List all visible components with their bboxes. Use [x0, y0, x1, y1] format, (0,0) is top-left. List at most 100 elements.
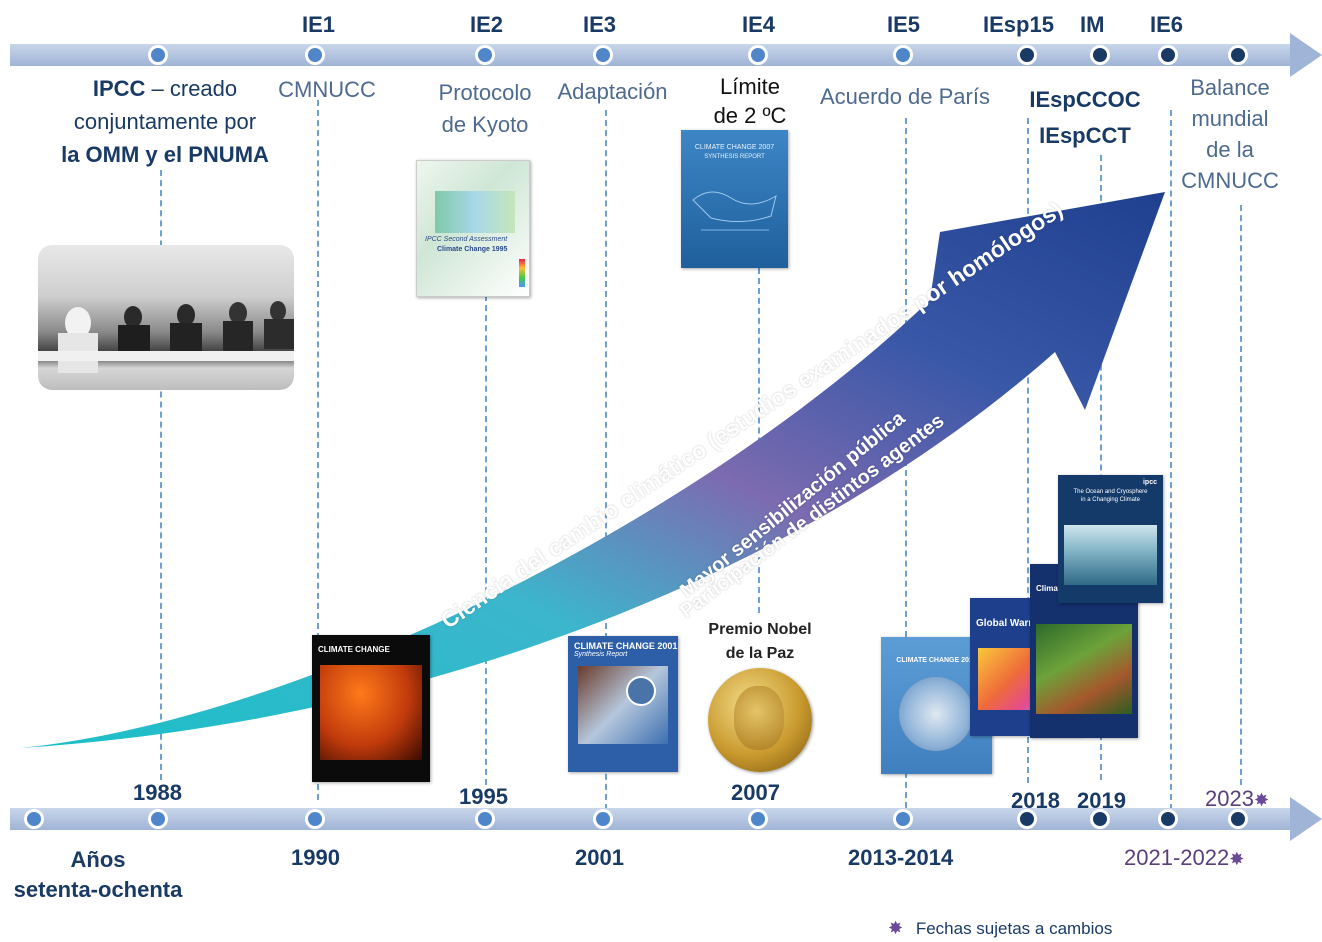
event-kyoto: Protocolo de Kyoto [420, 77, 550, 141]
photo-people-silhouettes [38, 301, 294, 373]
label-setenta-line1: Años [70, 847, 126, 872]
cover-srocc-logo: ipcc [1142, 479, 1157, 486]
event-iespccoc: IEspCCOC [1029, 87, 1141, 112]
label-ie6: IE6 [1150, 12, 1184, 37]
event-ipcc-created: IPCC – creado conjuntamente por la OMM y… [40, 72, 290, 171]
top-dot-2013 [893, 45, 913, 65]
bottom-dot-2007 [748, 809, 768, 829]
year-2021-text: 2021-2022 [1124, 845, 1230, 870]
top-dot-2021 [1158, 45, 1178, 65]
year-1990: 1990 [291, 845, 340, 870]
event-ipcc-bold: IPCC [92, 76, 146, 101]
pending-star-icon: ✸ [1229, 849, 1245, 869]
bottom-dot-2023 [1228, 809, 1248, 829]
top-dot-2023 [1228, 45, 1248, 65]
cover-srocc-subtitle: in a Changing Climate [1080, 497, 1141, 503]
event-cmnucc: CMNUCC [278, 77, 376, 102]
cover-sar-title: IPCC Second Assessment [425, 236, 508, 243]
event-limite-line2: de 2 ºC [713, 103, 787, 128]
vline-2023 [1240, 205, 1242, 785]
arrow-body [20, 192, 1165, 748]
top-dot-2018 [1017, 45, 1037, 65]
sar-color-strip [519, 259, 525, 287]
event-balance-line2: mundial [1191, 106, 1269, 131]
year-2007: 2007 [731, 780, 780, 805]
bottom-dot-2019 [1090, 809, 1110, 829]
ar4-world-map [692, 191, 777, 231]
event-balance: Balance mundial de la CMNUCC [1170, 72, 1290, 196]
bottom-dot-setenta [24, 809, 44, 829]
event-special-reports: IEspCCOC IEspCCT [1025, 82, 1145, 154]
event-balance-line1: Balance [1190, 75, 1270, 100]
bottom-dot-1988 [148, 809, 168, 829]
label-ie4: IE4 [742, 12, 776, 37]
event-balance-line4: CMNUCC [1181, 168, 1279, 193]
event-limite: Límite de 2 ºC [700, 72, 800, 130]
top-timeline-arrowhead [1290, 33, 1322, 77]
event-nobel: Premio Nobel de la Paz [700, 618, 820, 666]
cover-ar4-title: CLIMATE CHANGE 2007 [694, 144, 775, 151]
year-1988: 1988 [133, 780, 182, 805]
year-2018: 2018 [1011, 788, 1060, 813]
cover-tar-2001: CLIMATE CHANGE 2001 Synthesis Report [568, 636, 678, 772]
label-ie2: IE2 [470, 12, 504, 37]
bottom-dot-2018 [1017, 809, 1037, 829]
event-kyoto-line1: Protocolo [438, 80, 532, 105]
event-iespcct: IEspCCT [1039, 123, 1131, 148]
legend-text: Fechas sujetas a cambios [915, 919, 1113, 938]
top-dot-1988 [148, 45, 168, 65]
year-1995: 1995 [459, 784, 508, 809]
cover-sar-1995: IPCC Second Assessment Climate Change 19… [416, 160, 530, 297]
year-2013-2014: 2013-2014 [848, 845, 954, 870]
bottom-dot-2001 [593, 809, 613, 829]
top-dot-2001 [593, 45, 613, 65]
vline-2001 [605, 110, 607, 810]
vline-1995 [485, 295, 487, 785]
sar-map-art [435, 191, 515, 233]
tar-magnifier-icon [626, 676, 656, 706]
label-ie3: IE3 [583, 12, 617, 37]
nobel-medal-portrait [734, 686, 784, 750]
event-limite-line1: Límite [720, 74, 780, 99]
label-setenta-line2: setenta-ochenta [13, 877, 183, 902]
cover-ar5-title: CLIMATE CHANGE 2014 [896, 657, 977, 664]
event-ipcc-line3: la OMM y el PNUMA [61, 142, 269, 167]
cover-sar-subtitle: Climate Change 1995 [437, 246, 508, 253]
label-ie1: IE1 [302, 12, 336, 37]
cover-ar4-subtitle: SYNTHESIS REPORT [704, 154, 765, 160]
vline-1988 [160, 170, 162, 780]
bottom-timeline-arrowhead [1290, 797, 1322, 841]
year-2019: 2019 [1077, 788, 1126, 813]
bottom-dot-2013 [893, 809, 913, 829]
cover-far-1990: CLIMATE CHANGE [312, 635, 430, 782]
bottom-dot-2021 [1158, 809, 1178, 829]
top-timeline-track [10, 44, 1292, 66]
year-2001: 2001 [575, 845, 624, 870]
cover-srocc-2019: ipcc The Ocean and Cryosphere in a Chang… [1058, 475, 1163, 603]
vline-2019 [1100, 155, 1102, 780]
cover-far-title: CLIMATE CHANGE [318, 645, 390, 654]
top-dot-1990 [305, 45, 325, 65]
cover-ar4-2007: CLIMATE CHANGE 2007 SYNTHESIS REPORT [681, 130, 788, 268]
label-ie5: IE5 [887, 12, 921, 37]
label-im: IM [1080, 12, 1105, 37]
vline-2018 [1027, 118, 1029, 783]
event-kyoto-line2: de Kyoto [441, 112, 529, 137]
year-2023-text: 2023 [1205, 786, 1254, 811]
year-2023: 2023✸ [1205, 786, 1269, 812]
ar5-globe-art [899, 677, 973, 751]
event-ipcc-line2: conjuntamente por [73, 109, 257, 134]
year-2021-2022: 2021-2022✸ [1124, 845, 1244, 871]
top-dot-2007 [748, 45, 768, 65]
bottom-dot-1995 [475, 809, 495, 829]
far-sunset-art [320, 665, 422, 760]
event-nobel-line2: de la Paz [725, 645, 795, 662]
vline-1990 [317, 100, 319, 800]
event-paris: Acuerdo de París [820, 84, 990, 109]
event-balance-line3: de la [1206, 137, 1254, 162]
event-adaptacion: Adaptación [557, 79, 668, 104]
label-iesp15: IEsp15 [983, 12, 1054, 37]
srocc-ice-art [1064, 525, 1157, 585]
event-ipcc-text: – creado [145, 76, 238, 101]
